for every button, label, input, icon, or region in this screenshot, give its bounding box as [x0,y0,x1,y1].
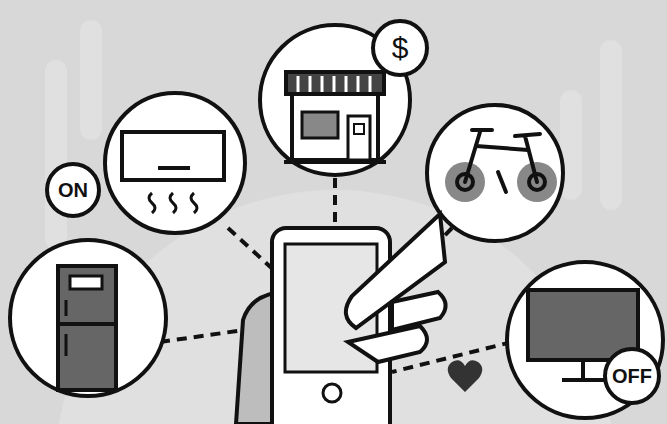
price-badge: $ [371,19,429,77]
tv-icon [507,262,663,418]
badge-label: ON [58,180,88,200]
badge-label: $ [392,33,409,63]
badge-label: OFF [612,366,652,386]
heart-icon [448,360,483,392]
off-badge: OFF [603,347,661,405]
fridge-icon [10,240,166,396]
hand-with-phone [236,214,446,424]
on-badge: ON [45,162,101,218]
bicycle-icon [427,105,563,241]
air-conditioner-icon [105,93,245,233]
